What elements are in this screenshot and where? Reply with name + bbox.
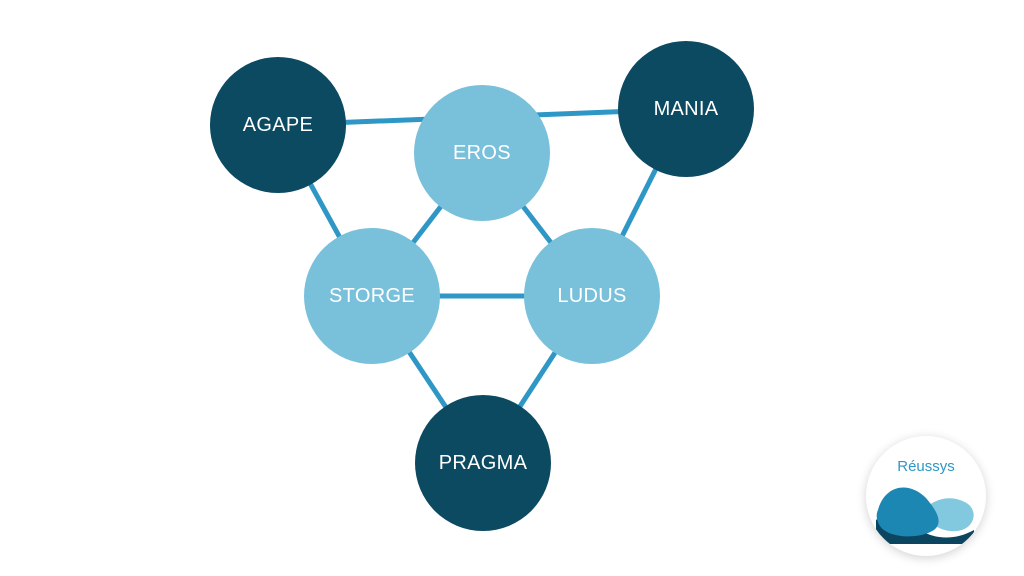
node-mania-label: MANIA xyxy=(653,97,719,120)
reussys-logo-badge: Réussys xyxy=(866,436,986,556)
node-ludus: LUDUS xyxy=(524,228,660,364)
logo-text: Réussys xyxy=(897,458,955,475)
node-pragma-label: PRAGMA xyxy=(438,451,528,474)
node-pragma: PRAGMA xyxy=(415,395,551,531)
node-agape-label: AGAPE xyxy=(242,113,314,136)
node-mania: MANIA xyxy=(618,41,754,177)
node-storge: STORGE xyxy=(304,228,440,364)
node-ludus-label: LUDUS xyxy=(557,284,627,307)
node-storge-label: STORGE xyxy=(329,284,415,307)
node-eros: EROS xyxy=(414,85,550,221)
wave-logo-icon xyxy=(876,487,974,544)
node-agape: AGAPE xyxy=(210,57,346,193)
wave-dark-shape xyxy=(876,487,939,537)
node-eros-label: EROS xyxy=(453,141,511,164)
